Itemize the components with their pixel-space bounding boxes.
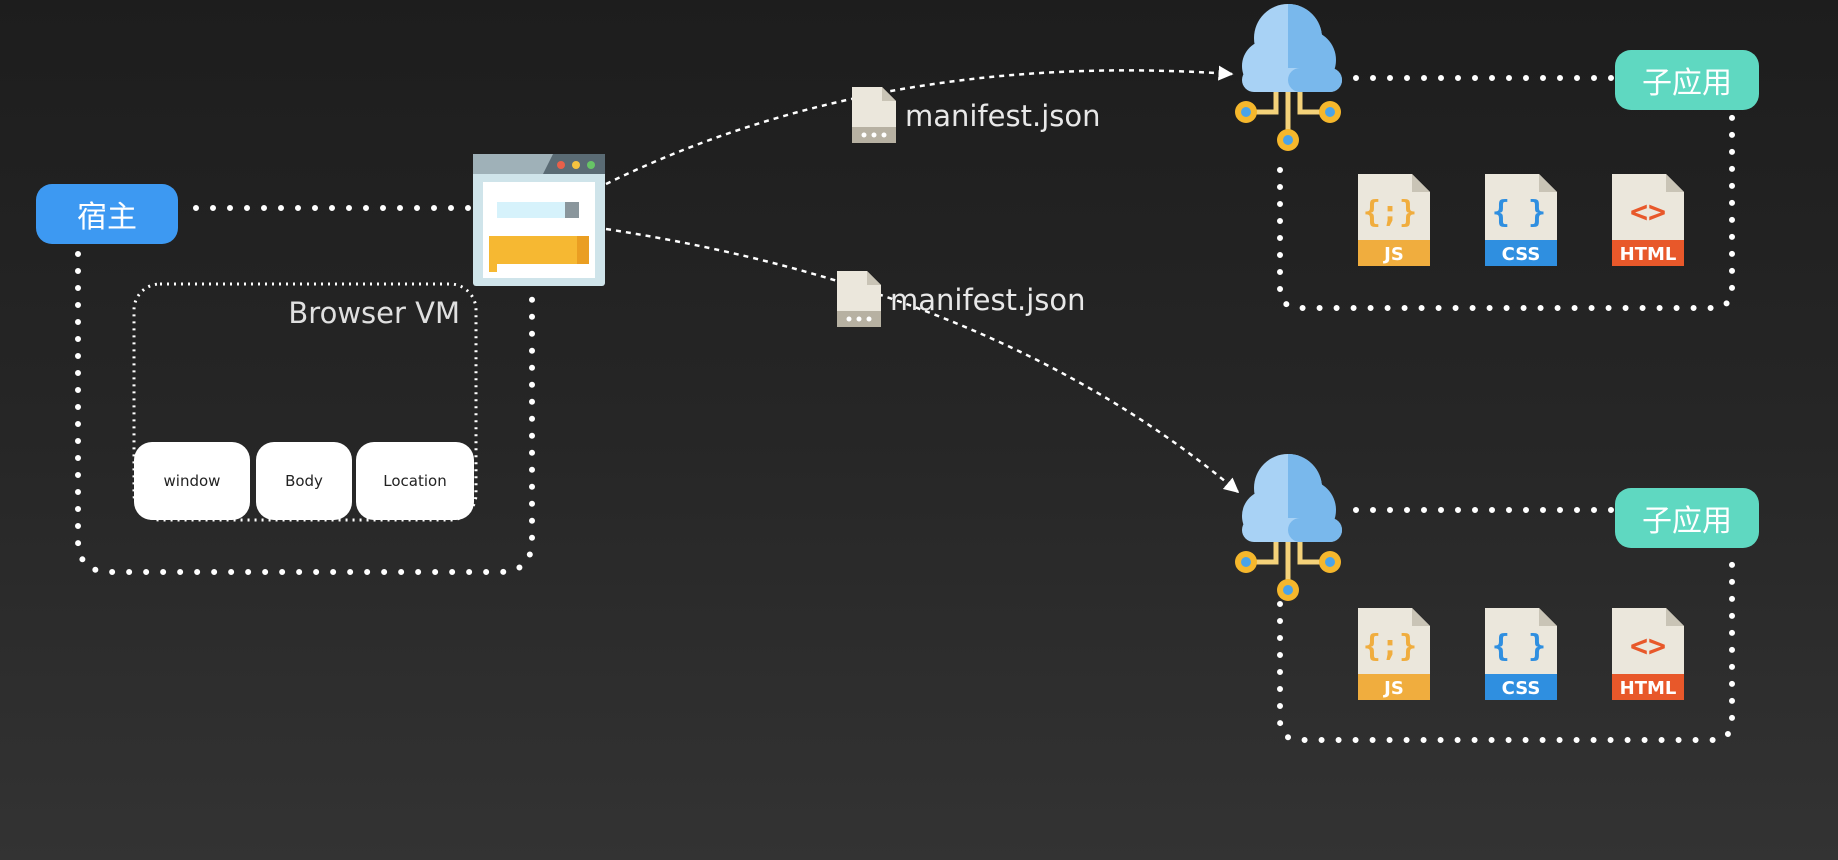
- js-file-icon: {;} JS: [1358, 174, 1430, 266]
- html-file-icon: <> HTML: [1612, 174, 1684, 266]
- sub-app-1-container-border: [1277, 107, 1735, 311]
- svg-text:{ }: { }: [1492, 195, 1546, 230]
- file-tag: JS: [1382, 678, 1404, 699]
- browser-vm-border: [132, 282, 478, 522]
- host-label: 宿主: [36, 184, 178, 244]
- manifest-label: manifest.json: [905, 99, 1101, 133]
- file-tag: JS: [1382, 244, 1404, 265]
- browser-window-icon: [473, 154, 605, 286]
- cloud-server-icon-2: [1235, 454, 1342, 601]
- sub-app-2-container-border: [1277, 545, 1735, 743]
- vm-body-box: Body: [256, 442, 352, 520]
- file-tag: CSS: [1502, 244, 1541, 265]
- manifest-file-icon-2: [837, 271, 881, 327]
- file-tag: CSS: [1502, 678, 1541, 699]
- css-file-icon: { } CSS: [1485, 608, 1557, 700]
- browser-vm-label: Browser VM: [288, 296, 460, 330]
- manifest-arrow-bottom: [605, 227, 1240, 493]
- manifest-file-icon-1: [852, 87, 896, 143]
- html-file-icon: <> HTML: [1612, 608, 1684, 700]
- vm-location-box: Location: [356, 442, 474, 520]
- svg-text:{ }: { }: [1492, 629, 1546, 664]
- file-tag: HTML: [1620, 678, 1677, 699]
- sub-app-label: 子应用: [1615, 50, 1759, 110]
- vm-window-box: window: [134, 442, 250, 520]
- svg-text:{;}: {;}: [1363, 195, 1417, 230]
- sub-app-label: 子应用: [1615, 488, 1759, 548]
- svg-text:<>: <>: [1630, 195, 1666, 230]
- cloud-server-icon-1: [1235, 4, 1342, 151]
- css-file-icon: { } CSS: [1485, 174, 1557, 266]
- host-container-border: [75, 251, 535, 575]
- svg-text:<>: <>: [1630, 629, 1666, 664]
- js-file-icon: {;} JS: [1358, 608, 1430, 700]
- file-tag: HTML: [1620, 244, 1677, 265]
- svg-text:{;}: {;}: [1363, 629, 1417, 664]
- manifest-label: manifest.json: [890, 283, 1086, 317]
